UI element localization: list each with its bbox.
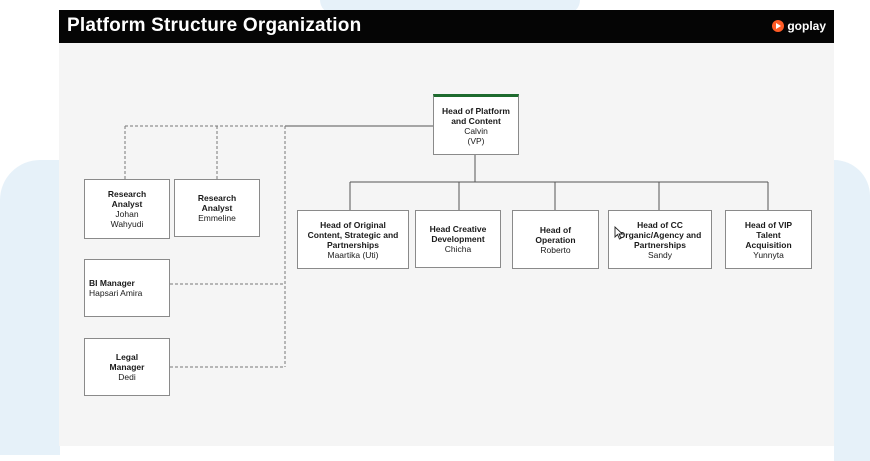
org-box-bi-manager: BI Manager Hapsari Amira <box>84 259 170 317</box>
background-shape-left <box>0 160 60 455</box>
org-person-name: Maartika (Uti) <box>327 249 379 260</box>
slide: Platform Structure Organization goplay <box>59 10 834 446</box>
org-person-name: Yunnyta <box>753 249 784 260</box>
org-box-research-analyst-johan: Research Analyst Johan Wahyudi <box>84 179 170 239</box>
org-role: Head of Operation <box>535 224 576 245</box>
org-role: Head of VIP Talent Acquisition <box>744 219 793 250</box>
org-box-head-cc-organic: Head of CC Organic/Agency and Partnershi… <box>608 210 712 269</box>
org-role: BI Manager <box>89 278 135 288</box>
org-person-name: Roberto <box>540 244 571 255</box>
org-box-head-original-content: Head of Original Content, Strategic and … <box>297 210 409 269</box>
org-role: Head of CC Organic/Agency and Partnershi… <box>618 219 702 250</box>
org-person-name: Sandy <box>647 249 673 260</box>
org-chart-connectors <box>124 125 769 368</box>
org-person-name: Chicha <box>444 244 472 254</box>
org-role: Head of Platform and Content <box>441 105 510 126</box>
org-role: Research Analyst <box>197 193 237 213</box>
play-icon <box>772 20 785 32</box>
org-role: Head Creative Development <box>429 224 487 244</box>
org-person-name: Dedi <box>118 372 136 382</box>
org-box-head-vip-talent: Head of VIP Talent Acquisition Yunnyta <box>725 210 812 269</box>
org-person-name: Hapsari Amira <box>89 288 143 298</box>
background-shape-right <box>834 160 870 461</box>
brand-logo: goplay <box>772 19 826 33</box>
slide-title: Platform Structure Organization <box>67 15 362 36</box>
org-role: Head of Original Content, Strategic and … <box>307 219 399 250</box>
org-box-legal-manager: Legal Manager Dedi <box>84 338 170 396</box>
org-role: Research Analyst <box>107 189 147 209</box>
org-box-head-creative-development: Head Creative Development Chicha <box>415 210 501 268</box>
org-person-name: Emmeline <box>198 213 236 223</box>
slide-header: Platform Structure Organization goplay <box>59 10 834 43</box>
mouse-pointer-icon <box>614 226 624 240</box>
org-box-head-operation: Head of Operation Roberto <box>512 210 599 269</box>
org-person-name: Calvin <box>464 125 488 136</box>
org-box-research-analyst-emmeline: Research Analyst Emmeline <box>174 179 260 237</box>
brand-name: goplay <box>787 19 826 33</box>
org-note: (VP) <box>467 135 485 146</box>
org-role: Legal Manager <box>109 352 145 372</box>
org-person-name: Johan Wahyudi <box>110 209 144 229</box>
org-box-head-platform-content: Head of Platform and Content Calvin (VP) <box>433 94 519 155</box>
